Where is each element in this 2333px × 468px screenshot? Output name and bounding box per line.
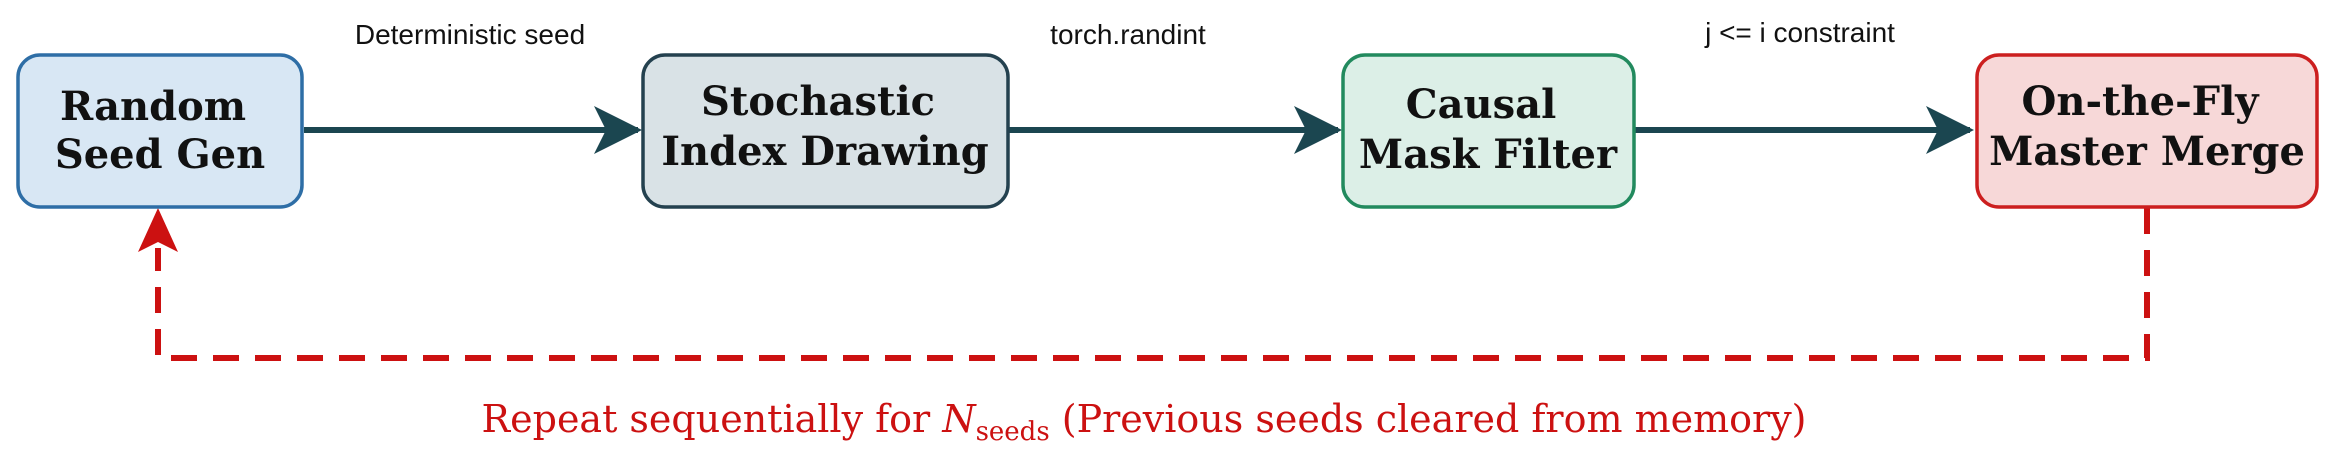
node-label-line: On-the-Fly: [2022, 78, 2261, 125]
feedback-caption: Repeat sequentially for Nseeds (Previous…: [482, 397, 1807, 447]
node-label-line: Master Merge: [1989, 128, 2305, 175]
feedback-caption-prefix: Repeat sequentially for: [482, 397, 943, 441]
node-label-line: Causal: [1406, 81, 1556, 128]
svg-text:Stochastic Index Drawing: Stochastic Index Drawing: [661, 78, 988, 175]
edge-mask-to-merge: j <= i constraint: [1634, 17, 1974, 154]
feedback-caption-variable: N: [941, 397, 977, 441]
edge-label-causal-constraint: j <= i constraint: [1704, 17, 1895, 48]
feedback-caption-suffix: (Previous seeds cleared from memory): [1050, 397, 1807, 441]
node-label-line: Stochastic: [701, 78, 935, 125]
edge-index-to-mask: torch.randint: [1008, 19, 1342, 154]
svg-text:Causal Mask Filter: Causal Mask Filter: [1359, 81, 1618, 178]
svg-text:Random Seed Gen: Random Seed Gen: [55, 83, 265, 178]
feedback-loop-arrow: [138, 208, 2150, 361]
svg-text:On-the-Fly Master Merge: On-the-Fly Master Merge: [1989, 78, 2305, 175]
node-random-seed-gen: Random Seed Gen: [16, 53, 304, 209]
node-on-the-fly-master-merge: On-the-Fly Master Merge: [1975, 53, 2319, 209]
node-label-line: Index Drawing: [661, 128, 988, 175]
edge-label-deterministic-seed: Deterministic seed: [355, 19, 585, 50]
edge-label-torch-randint: torch.randint: [1050, 19, 1206, 50]
node-label-line: Random: [60, 83, 246, 130]
feedback-caption-subscript: seeds: [976, 417, 1050, 447]
node-stochastic-index-drawing: Stochastic Index Drawing: [641, 53, 1010, 209]
edge-seed-to-index: Deterministic seed: [304, 19, 642, 154]
node-causal-mask-filter: Causal Mask Filter: [1341, 53, 1636, 209]
node-label-line: Seed Gen: [55, 131, 265, 178]
node-label-line: Mask Filter: [1359, 131, 1618, 178]
